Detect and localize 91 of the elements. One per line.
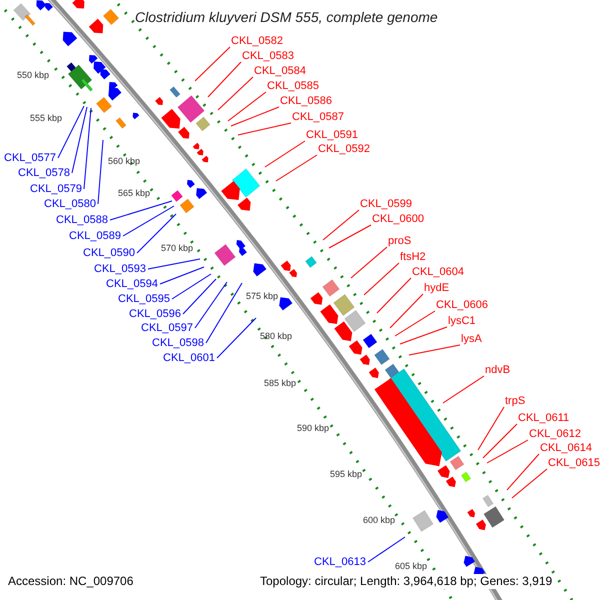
gene-label: CKL_0595 [118,293,170,306]
gene-label: CKL_0614 [540,442,592,455]
gene-label: proS [388,235,412,248]
gene-label: CKL_0615 [548,457,600,470]
leader-line [194,282,228,328]
gene-label: trpS [505,395,526,408]
gene-label: CKL_0586 [280,95,332,108]
leader-line [98,140,104,204]
gene-label: CKL_0578 [18,167,70,180]
leader-line [408,344,460,356]
leader-line [84,108,92,190]
leader-line [394,310,436,336]
leader-line [478,406,504,450]
leader-line [400,326,448,344]
footer-note: Topology: circular; Length: 3,964,618 bp; Genes: 3,919 [260,574,552,589]
gene-label: hydE [424,282,450,295]
gene-label: CKL_0597 [141,322,193,335]
leader-line [172,274,212,300]
gene-label: CKL_0612 [529,428,581,441]
gene-label: CKL_0592 [318,143,370,156]
leader-line [264,140,306,168]
gene-label: CKL_0580 [44,198,96,211]
gene-label: CKL_0584 [254,65,306,78]
gene-label: CKL_0585 [267,80,319,93]
leader-line [486,440,528,464]
gene-label: CKL_0606 [436,299,488,312]
leader-line [72,106,88,174]
gene-label: CKL_0582 [231,35,283,48]
gene-label: CKL_0577 [4,152,56,165]
leader-line [368,536,406,562]
leader-line [238,122,292,136]
gene-label: ndvB [485,364,510,377]
gene-label: CKL_0593 [94,263,146,276]
gene-label: CKL_0588 [56,214,108,227]
leader-line [276,154,318,182]
leader-line [328,224,372,248]
leader-line [228,92,266,122]
scale-label: 550 kbp [17,70,50,81]
leader-line [182,278,216,314]
leader-line [136,214,176,254]
gene-label: CKL_0590 [83,247,135,260]
scale-label: 600 kbp [363,515,396,526]
gene-label: CKL_0591 [306,129,358,142]
gene-label: CKL_0604 [412,266,464,279]
gene-label: CKL_0589 [69,230,121,243]
scale-label: 605 kbp [395,561,428,572]
gene-label: ftsH2 [400,251,426,264]
leader-line [110,200,172,220]
footer-note: Accession: NC_009706 [8,574,134,589]
gene-label: CKL_0600 [372,213,424,226]
scale-label: 575 kbp [246,291,278,302]
gene-label: CKL_0611 [518,412,570,425]
leader-line [390,294,424,328]
scale-label: 570 kbp [161,243,194,254]
leader-line [148,258,200,270]
leader-line [350,246,388,278]
leader-line [376,278,412,314]
gene-label: CKL_0598 [152,337,204,350]
leader-line [216,318,256,358]
gene-label: CKL_0596 [129,308,181,321]
leader-line [230,106,280,126]
gene-label: lysC1 [448,315,476,328]
gene-label: lysA [461,333,482,346]
gene-label: CKL_0601 [163,352,215,365]
scale-label: 580 kbp [260,331,292,342]
leader-line [442,376,484,404]
gene-label: CKL_0579 [30,183,82,196]
leader-line [322,210,360,240]
scale-label: 555 kbp [30,113,62,124]
gene-label: CKL_0599 [360,198,412,211]
scale-label: 565 kbp [118,188,150,199]
leader-line [218,76,254,110]
gene-label: CKL_0587 [292,111,344,124]
leader-line [512,468,548,498]
leader-line [194,46,230,82]
gene-label: CKL_0594 [106,278,158,291]
leader-line [206,282,242,344]
leader-line [122,206,174,236]
leader-line [482,424,518,458]
leader-line [506,454,540,490]
leader-line [58,106,84,158]
gene-label: CKL_0583 [242,50,294,63]
leader-line [208,62,242,98]
gene-label: CKL_0613 [314,556,366,569]
leader-line [364,262,400,296]
scale-label: 560 kbp [108,156,140,167]
scale-label: 595 kbp [330,469,362,480]
leader-line [160,266,204,284]
scale-label: 585 kbp [264,378,296,389]
scale-label: 590 kbp [297,423,330,434]
title: Clostridium kluyveri DSM 555, complete genome [135,8,438,26]
